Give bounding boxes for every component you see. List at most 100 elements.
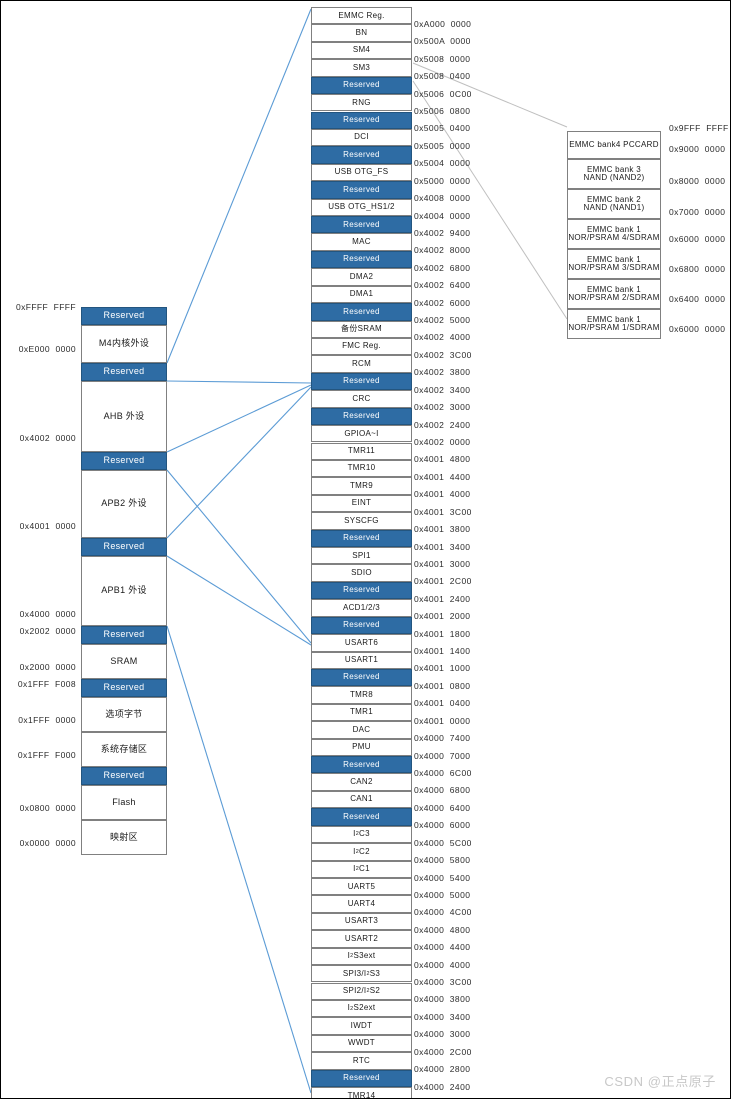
left-block-reserved: Reserved: [81, 363, 167, 381]
emmc-bank-line1: EMMC bank 3: [587, 164, 641, 174]
left-address-label: 0x0800 0000: [19, 803, 76, 813]
peripheral-address-label: 0x4000 5000: [414, 889, 471, 900]
peripheral-address-label: 0x4000 2800: [414, 1064, 471, 1075]
peripheral-address-label: 0x4008 0000: [414, 193, 471, 204]
emmc-address-label: 0x8000 0000: [669, 176, 726, 186]
left-block: SRAM: [81, 644, 167, 679]
peripheral-row-reserved: Reserved: [311, 146, 412, 164]
peripheral-row-reserved: Reserved: [311, 808, 412, 826]
peripheral-address-label: 0x500A 0000: [414, 36, 471, 47]
left-block-reserved: Reserved: [81, 679, 167, 697]
left-address-label: 0x0000 0000: [19, 838, 76, 848]
emmc-bank-line2: NOR/PSRAM 1/SDRAM: [568, 323, 660, 332]
emmc-bank-line2: NOR/PSRAM 4/SDRAM: [568, 233, 660, 242]
peripheral-address-label: 0x4001 2000: [414, 611, 471, 622]
left-block-reserved: Reserved: [81, 767, 167, 785]
peripheral-row: TMR10: [311, 459, 412, 478]
peripheral-row: CAN2: [311, 773, 412, 791]
peripheral-row-reserved: Reserved: [311, 616, 412, 635]
left-block: 系统存储区: [81, 732, 167, 767]
peripheral-row: UART4: [311, 895, 412, 913]
peripheral-address-label: 0x5000 0000: [414, 175, 471, 186]
peripheral-row: SM3: [311, 59, 412, 77]
peripheral-address-label: 0x4000 6400: [414, 802, 471, 813]
peripheral-row: MAC: [311, 233, 412, 251]
emmc-address-label: 0x7000 0000: [669, 207, 726, 217]
peripheral-row-reserved: Reserved: [311, 76, 412, 95]
peripheral-address-label: 0x4000 7000: [414, 750, 471, 761]
peripheral-row-reserved: Reserved: [311, 529, 412, 547]
peripheral-address-label: 0x4000 4000: [414, 959, 471, 970]
emmc-bank-line1: EMMC bank 1: [587, 314, 641, 324]
peripheral-address-label: 0x4000 3400: [414, 1011, 471, 1022]
peripheral-address-label: 0x4000 3C00: [414, 977, 472, 988]
emmc-address-label: 0x6800 0000: [669, 264, 726, 274]
peripheral-address-label: 0x4002 4000: [414, 332, 471, 343]
peripheral-address-label: 0x4001 4800: [414, 454, 471, 465]
peripheral-address-label: 0x4000 6C00: [414, 767, 472, 778]
peripheral-row: GPIOA~I: [311, 425, 412, 443]
peripheral-row: BN: [311, 24, 412, 42]
peripheral-address-label: 0x4001 0000: [414, 715, 471, 726]
emmc-address-label: 0x9FFF FFFF: [669, 123, 729, 133]
peripheral-row: 备份SRAM: [311, 320, 412, 338]
left-block: M4内核外设: [81, 325, 167, 363]
peripheral-address-label: 0x4000 4400: [414, 942, 471, 953]
peripheral-row: CAN1: [311, 790, 412, 809]
peripheral-row: SDIO: [311, 564, 412, 582]
peripheral-row-reserved: Reserved: [311, 303, 412, 321]
peripheral-address-label: 0x4000 7400: [414, 733, 471, 744]
left-block: 选项字节: [81, 697, 167, 732]
peripheral-address-label: 0x4000 5800: [414, 855, 471, 866]
peripheral-row: PMU: [311, 738, 412, 757]
peripheral-address-label: 0x4001 4000: [414, 489, 471, 500]
peripheral-row: CRC: [311, 390, 412, 408]
peripheral-address-label: 0x4002 9400: [414, 227, 471, 238]
peripheral-address-label: 0x4001 3800: [414, 524, 471, 535]
peripheral-row: DCI: [311, 128, 412, 147]
left-block: APB2 外设: [81, 470, 167, 538]
emmc-bank-line2: NOR/PSRAM 3/SDRAM: [568, 263, 660, 272]
left-block-reserved: Reserved: [81, 538, 167, 556]
peripheral-address-label: 0x5006 0C00: [414, 88, 472, 99]
left-address-label: 0x2000 0000: [19, 662, 76, 672]
emmc-bank-block: EMMC bank4 PCCARD: [567, 131, 661, 159]
peripheral-row-reserved: Reserved: [311, 668, 412, 687]
peripheral-address-label: 0x4002 2400: [414, 419, 471, 430]
peripheral-address-label: 0x4001 0400: [414, 698, 471, 709]
peripheral-address-label: 0x4002 3C00: [414, 349, 472, 360]
peripheral-row: TMR8: [311, 686, 412, 704]
peripheral-row: TMR11: [311, 442, 412, 460]
left-address-label: 0x1FFF F000: [17, 750, 76, 760]
peripheral-row: ACD1/2/3: [311, 599, 412, 617]
peripheral-address-label: 0x4000 6000: [414, 820, 471, 831]
peripheral-address-label: 0x4002 3400: [414, 384, 471, 395]
peripheral-row: EINT: [311, 494, 412, 513]
peripheral-row-reserved: Reserved: [311, 756, 412, 774]
peripheral-row: IWDT: [311, 1017, 412, 1035]
peripheral-address-label: 0x4000 3000: [414, 1029, 471, 1040]
peripheral-address-label: 0x4002 6800: [414, 262, 471, 273]
peripheral-address-label: 0x4001 4400: [414, 471, 471, 482]
peripheral-address-label: 0x5005 0000: [414, 140, 471, 151]
peripheral-row: USB OTG_FS: [311, 163, 412, 182]
peripheral-address-label: 0x4001 1400: [414, 646, 471, 657]
left-block: 映射区: [81, 820, 167, 855]
left-address-label: 0x4001 0000: [19, 521, 76, 531]
peripheral-row: FMC Reg.: [311, 337, 412, 356]
peripheral-row-reserved: Reserved: [311, 111, 412, 129]
peripheral-address-label: 0x4001 2C00: [414, 576, 472, 587]
emmc-bank-line1: EMMC bank4 PCCARD: [569, 139, 659, 149]
left-block-reserved: Reserved: [81, 626, 167, 644]
peripheral-address-label: 0x4001 3000: [414, 558, 471, 569]
